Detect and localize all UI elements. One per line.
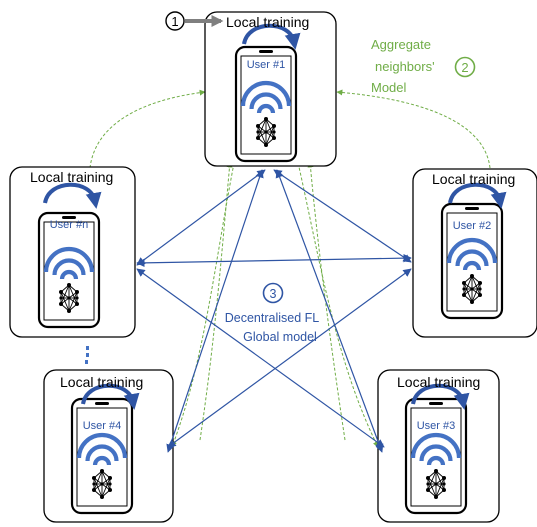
step-3-marker: [262, 282, 284, 304]
user-device-3: [406, 399, 466, 513]
step-2-number: 2: [461, 60, 468, 75]
aggregate-text-line-1: Aggregate: [371, 37, 431, 52]
decentralised-fl-text: Decentralised FL: [225, 311, 320, 325]
user-label-3: User #3: [417, 420, 456, 432]
user-label-1: User #1: [247, 59, 286, 71]
step-3-number: 3: [270, 287, 277, 301]
node-title-user-1: Local training: [226, 14, 309, 30]
aggregate-text-line-2: neighbors': [375, 59, 435, 74]
aggregate-text-line-3: Model: [371, 80, 407, 95]
node-title-user-2: Local training: [432, 171, 515, 187]
global-model-text: Global model: [243, 330, 317, 344]
step-2-marker: [454, 56, 476, 78]
user-label-2: User #2: [453, 220, 492, 232]
step-1-number: 1: [171, 14, 178, 29]
user-label-4: User #4: [83, 420, 122, 432]
step-1-marker: [165, 11, 185, 31]
user-label-n: User #n: [50, 219, 89, 231]
communication-links: [136, 169, 412, 453]
user-device-4: [72, 399, 132, 513]
node-title-user-4: Local training: [60, 374, 143, 390]
more-users-ellipsis: [85, 346, 89, 364]
node-title-user-n: Local training: [30, 169, 113, 185]
node-title-user-3: Local training: [397, 374, 480, 390]
